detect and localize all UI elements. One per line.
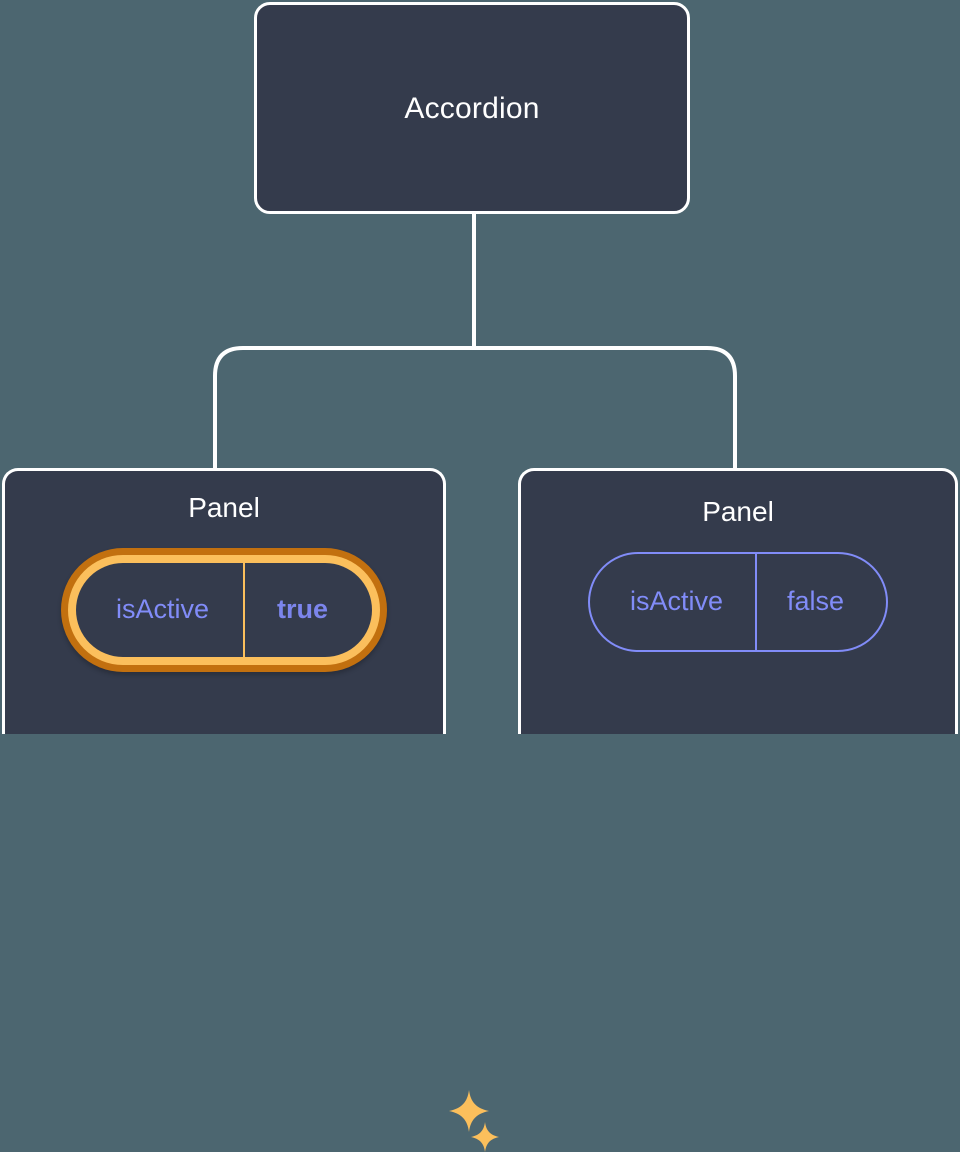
prop-pill-plain-wrap: isActive false <box>587 551 889 652</box>
node-accordion[interactable]: Accordion <box>254 2 690 214</box>
prop-pill-highlight-ring-inner: isActive true <box>67 554 381 665</box>
prop-pill-highlighted-wrap: isActive true <box>60 547 499 1152</box>
node-panel-left[interactable]: Panel isActive true <box>2 468 499 1152</box>
node-panel-right[interactable]: Panel isActive false <box>518 468 958 734</box>
prop-value-label: true <box>243 562 372 657</box>
node-panel-right-title: Panel <box>702 496 774 527</box>
prop-pill-isactive-true[interactable]: isActive true <box>75 562 373 657</box>
node-panel-left-title: Panel <box>188 492 260 523</box>
sparkle-small-icon <box>470 1121 499 1152</box>
prop-pill-isactive-false[interactable]: isActive false <box>587 551 889 652</box>
connector-branch-bar <box>213 346 737 470</box>
prop-name-label: isActive <box>115 594 209 625</box>
node-accordion-title: Accordion <box>404 91 540 125</box>
sparkle-large-icon <box>448 1089 489 1132</box>
prop-value-label: false <box>754 553 886 650</box>
prop-name-label: isActive <box>629 586 723 617</box>
prop-pill-highlight-ring-outer: isActive true <box>60 547 388 672</box>
